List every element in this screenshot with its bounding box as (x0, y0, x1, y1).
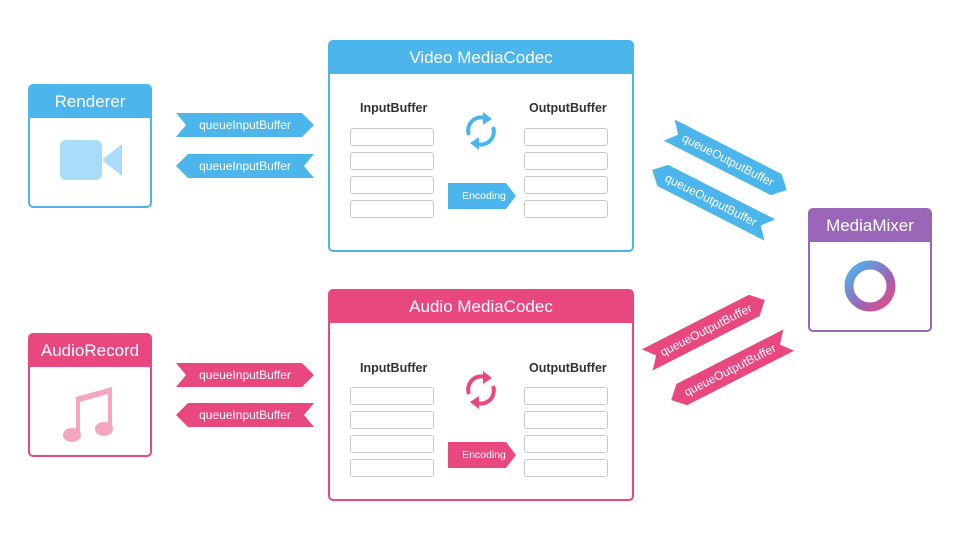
video-output-buffer-label: OutputBuffer (529, 101, 607, 115)
video-output-slot (524, 152, 608, 170)
audio-queue-input-arrow-left: queueInputBuffer (176, 403, 314, 427)
audio-output-slot (524, 387, 608, 405)
video-codec-box: Video MediaCodec InputBuffer OutputBuffe… (328, 40, 634, 252)
video-encoding-arrow: Encoding (448, 183, 516, 209)
audio-input-slot (350, 387, 434, 405)
renderer-box: Renderer (28, 84, 152, 208)
audio-input-buffer-label: InputBuffer (360, 361, 428, 375)
refresh-cycle-icon (466, 371, 496, 409)
audio-queue-input-arrow-right: queueInputBuffer (176, 363, 314, 387)
renderer-title: Renderer (30, 86, 150, 118)
video-input-slot (350, 128, 434, 146)
audio-output-slot (524, 435, 608, 453)
video-input-slot (350, 200, 434, 218)
audio-record-box: AudioRecord (28, 333, 152, 457)
audio-input-slot (350, 435, 434, 453)
ring-icon (844, 260, 896, 312)
video-camera-icon (60, 140, 122, 180)
video-input-slot (350, 176, 434, 194)
audio-record-title: AudioRecord (30, 335, 150, 367)
video-input-buffer-label: InputBuffer (360, 101, 428, 115)
video-output-slot (524, 128, 608, 146)
video-queue-input-arrow-right: queueInputBuffer (176, 113, 314, 137)
audio-output-buffer-label: OutputBuffer (529, 361, 607, 375)
video-output-slot (524, 176, 608, 194)
video-input-slot (350, 152, 434, 170)
video-output-slot (524, 200, 608, 218)
video-codec-title: Video MediaCodec (330, 42, 632, 74)
audio-encoding-arrow: Encoding (448, 442, 516, 468)
audio-input-slot (350, 411, 434, 429)
refresh-cycle-icon (466, 112, 496, 150)
audio-output-slot (524, 459, 608, 477)
audio-codec-title: Audio MediaCodec (330, 291, 632, 323)
audio-output-slot (524, 411, 608, 429)
media-mixer-box: MediaMixer (808, 208, 932, 332)
video-queue-input-arrow-left: queueInputBuffer (176, 154, 314, 178)
music-note-icon (63, 387, 113, 442)
media-mixer-title: MediaMixer (810, 210, 930, 242)
audio-codec-box: Audio MediaCodec InputBuffer OutputBuffe… (328, 289, 634, 501)
audio-input-slot (350, 459, 434, 477)
